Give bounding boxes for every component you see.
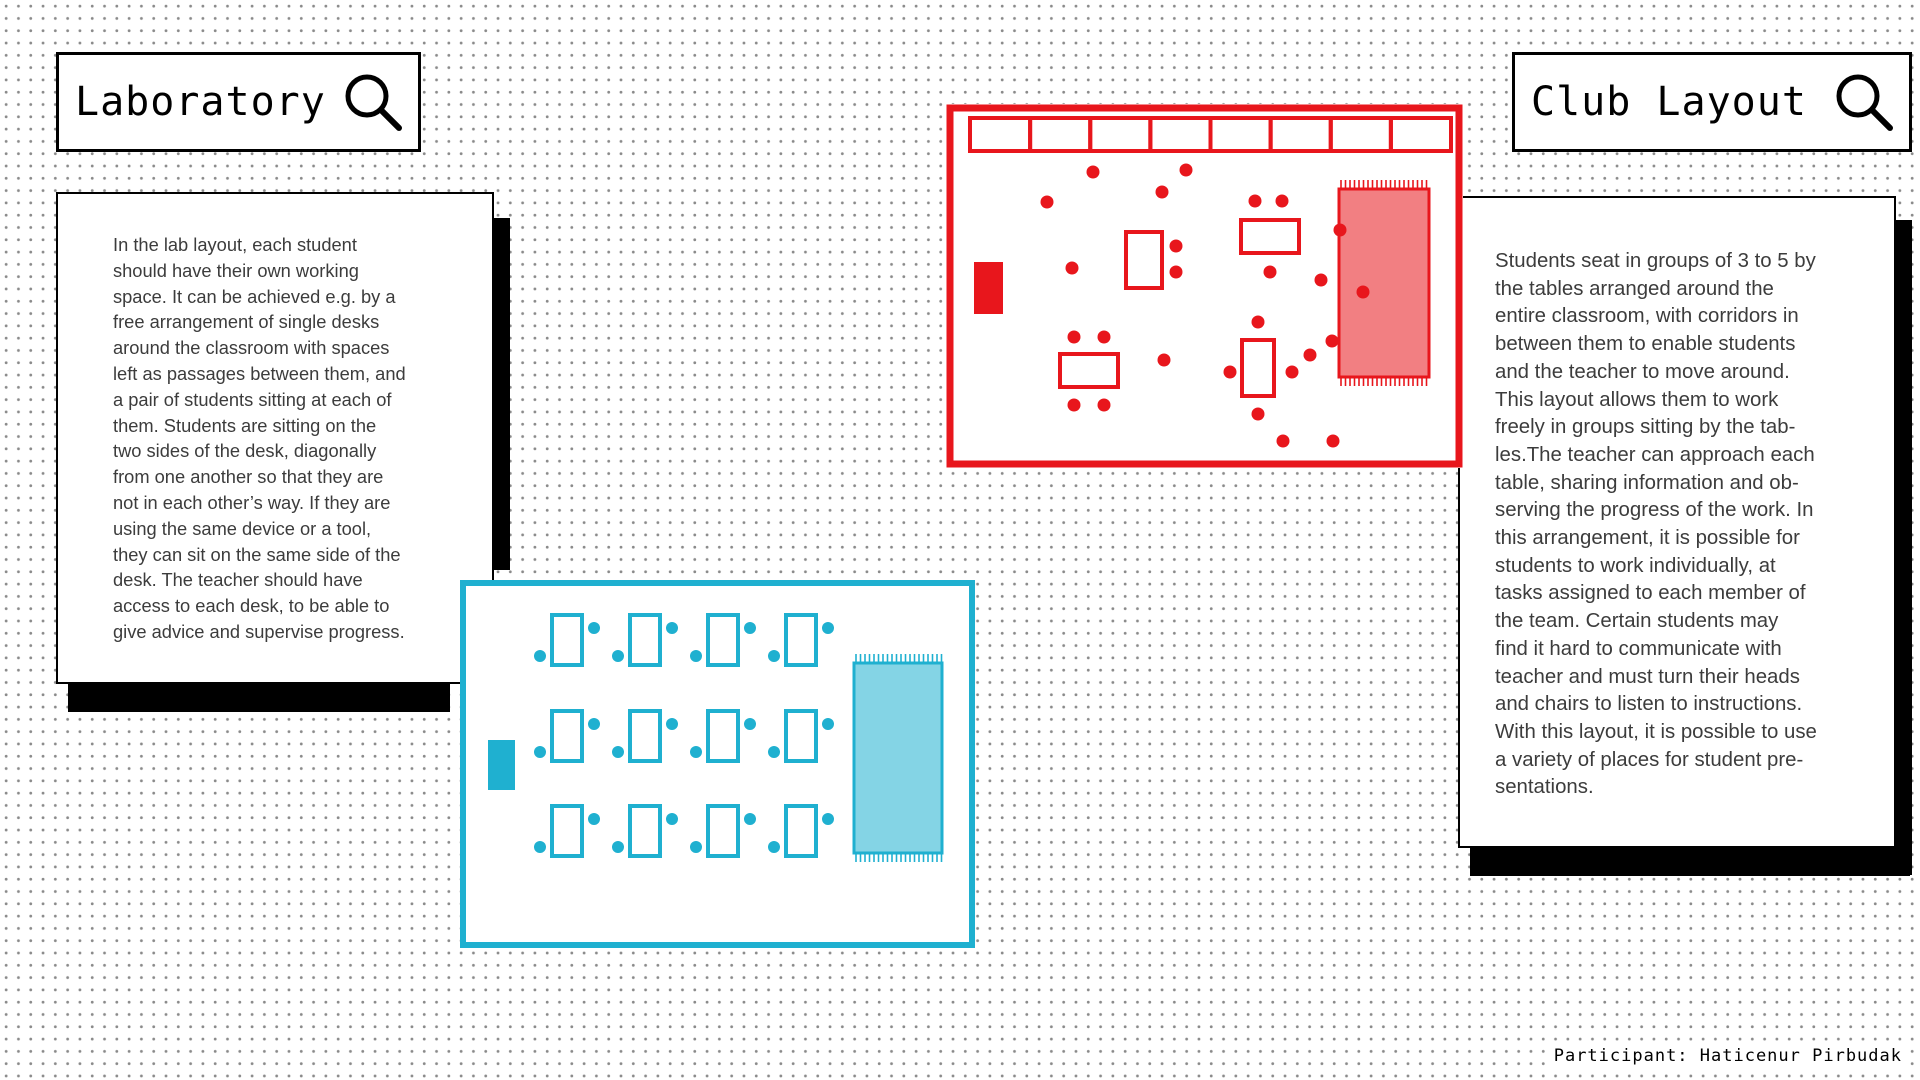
storage-cabinet <box>1388 116 1453 153</box>
student-chair <box>1157 353 1171 367</box>
student-chair <box>1326 434 1340 448</box>
student-chair <box>588 622 600 634</box>
lab-desk <box>784 613 818 667</box>
student-chair <box>612 746 624 758</box>
lab-desk <box>706 613 740 667</box>
student-chair <box>1303 348 1317 362</box>
rug <box>852 661 944 855</box>
student-chair <box>1333 223 1347 237</box>
group-table <box>1239 218 1301 255</box>
student-chair <box>666 622 678 634</box>
student-chair <box>534 650 546 662</box>
student-chair <box>1325 334 1339 348</box>
student-chair <box>744 622 756 634</box>
student-chair <box>1285 365 1299 379</box>
laboratory-card-shadow-right <box>493 218 510 570</box>
laboratory-card <box>56 192 494 684</box>
student-chair <box>768 650 780 662</box>
student-chair <box>822 622 834 634</box>
student-chair <box>1251 315 1265 329</box>
search-icon <box>1836 74 1893 131</box>
laboratory-title: Laboratory <box>75 79 326 125</box>
student-chair <box>1314 273 1328 287</box>
lab-desk <box>550 613 584 667</box>
search-icon <box>345 74 402 131</box>
student-chair <box>822 813 834 825</box>
student-chair <box>1251 407 1265 421</box>
lab-desk <box>784 804 818 858</box>
lab-desk <box>628 804 662 858</box>
student-chair <box>1067 330 1081 344</box>
student-chair <box>612 650 624 662</box>
student-chair <box>666 813 678 825</box>
club-card-shadow-bottom <box>1470 848 1910 876</box>
student-chair <box>1263 265 1277 279</box>
laboratory-floor-plan <box>460 580 975 948</box>
student-chair <box>1276 434 1290 448</box>
club-layout-title: Club Layout <box>1531 79 1807 125</box>
student-chair <box>1223 365 1237 379</box>
student-chair <box>1169 265 1183 279</box>
rug <box>1337 187 1431 379</box>
club-card <box>1458 196 1896 848</box>
lab-desk <box>628 613 662 667</box>
student-chair <box>768 746 780 758</box>
student-chair <box>1067 398 1081 412</box>
teacher-desk <box>488 740 515 790</box>
student-chair <box>1248 194 1262 208</box>
club-layout-search-box[interactable]: Club Layout <box>1512 52 1912 152</box>
club-floor-plan <box>946 104 1463 468</box>
student-chair <box>744 718 756 730</box>
student-chair <box>690 746 702 758</box>
participant-credit: Participant: Haticenur Pirbudak <box>1549 1044 1906 1068</box>
lab-desk <box>628 709 662 763</box>
student-chair <box>1275 194 1289 208</box>
lab-desk <box>706 804 740 858</box>
student-chair <box>1179 163 1193 177</box>
laboratory-search-box[interactable]: Laboratory <box>56 52 421 152</box>
group-table <box>1240 338 1276 398</box>
student-chair <box>588 813 600 825</box>
student-chair <box>768 841 780 853</box>
student-chair <box>690 841 702 853</box>
student-chair <box>666 718 678 730</box>
group-table <box>1058 352 1120 389</box>
group-table <box>1124 230 1164 290</box>
student-chair <box>1155 185 1169 199</box>
lab-desk <box>550 804 584 858</box>
student-chair <box>1040 195 1054 209</box>
student-chair <box>690 650 702 662</box>
student-chair <box>744 813 756 825</box>
student-chair <box>1086 165 1100 179</box>
student-chair <box>612 841 624 853</box>
student-chair <box>822 718 834 730</box>
teacher-desk <box>974 262 1003 314</box>
student-chair <box>1065 261 1079 275</box>
lab-desk <box>784 709 818 763</box>
laboratory-plan-drawing <box>460 580 975 948</box>
lab-desk <box>550 709 584 763</box>
student-chair <box>1097 330 1111 344</box>
student-chair <box>1169 239 1183 253</box>
club-card-shadow-right <box>1895 220 1912 875</box>
laboratory-description: In the lab layout, each student should h… <box>113 234 406 642</box>
club-description: Students seat in groups of 3 to 5 by the… <box>1495 250 1817 799</box>
lab-desk <box>706 709 740 763</box>
laboratory-card-shadow-bottom <box>68 684 450 712</box>
club-plan-drawing <box>946 104 1463 468</box>
student-chair <box>588 718 600 730</box>
student-chair <box>1097 398 1111 412</box>
student-chair <box>1356 285 1370 299</box>
student-chair <box>534 841 546 853</box>
student-chair <box>534 746 546 758</box>
